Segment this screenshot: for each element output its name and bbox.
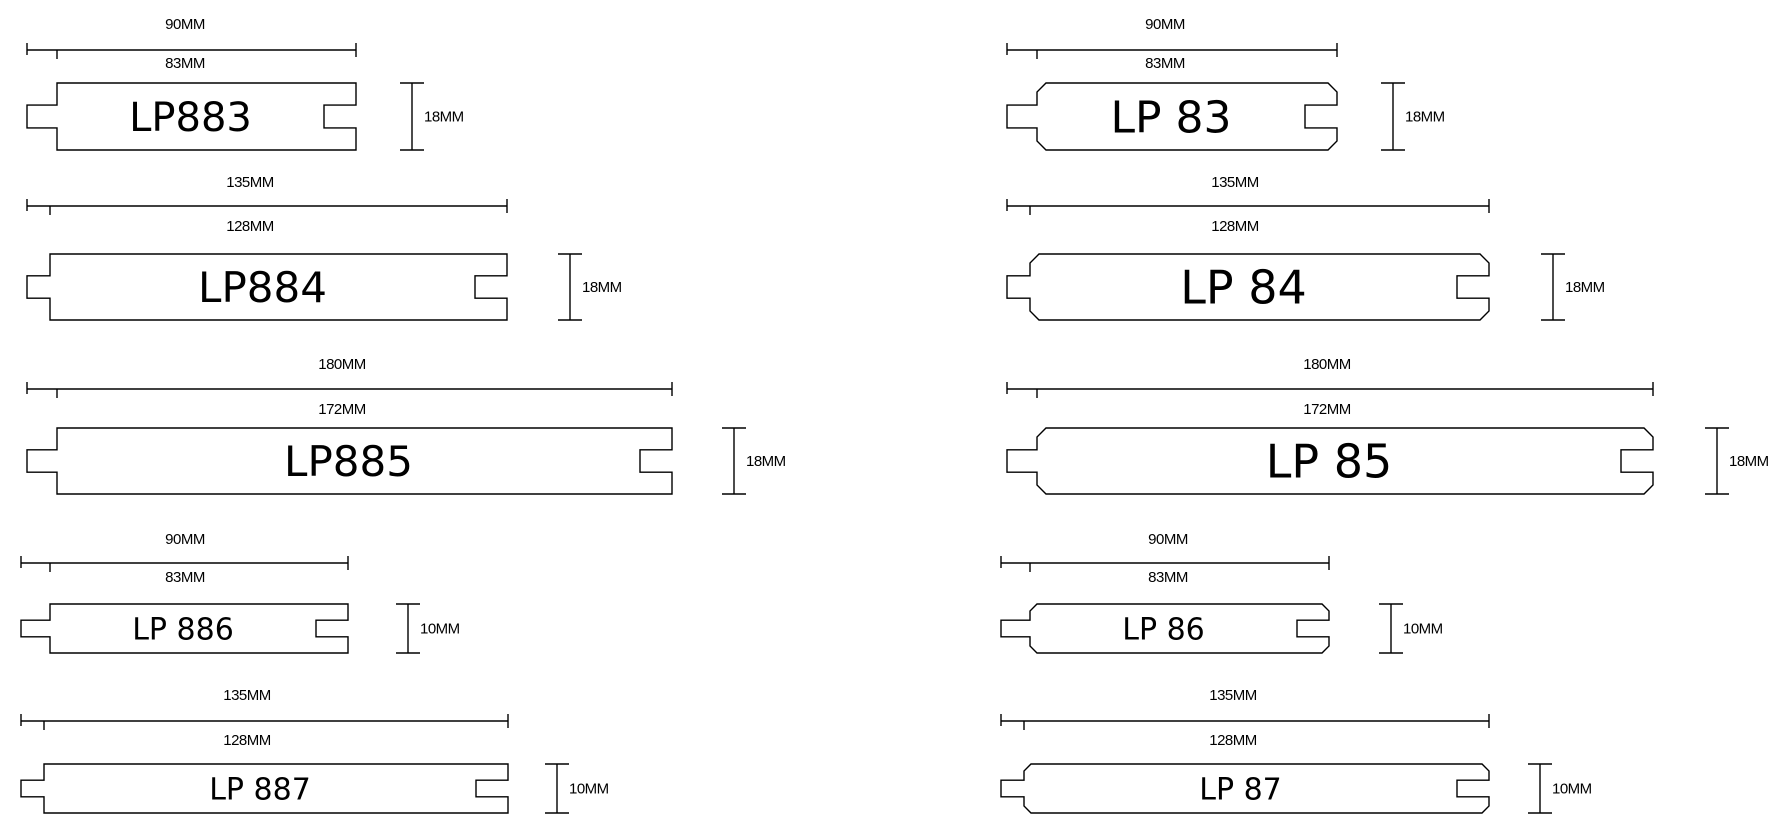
- overall-dimension-line: [1000, 556, 1330, 572]
- board-outline: [1000, 603, 1330, 654]
- overall-dimension-line: [1000, 714, 1490, 730]
- thickness-label: 10MM: [420, 621, 460, 638]
- profile-code: LP 83: [1110, 92, 1231, 143]
- thickness-label: 18MM: [1405, 109, 1445, 126]
- thickness-dimension-line: [1379, 603, 1403, 654]
- board-outline: [20, 603, 349, 654]
- profile-9: 135MM 128MM LP 87 10MM: [1000, 687, 1592, 814]
- profile-code: LP 84: [1180, 261, 1307, 315]
- thickness-label: 18MM: [1729, 453, 1769, 470]
- thickness-dimension-line: [1528, 763, 1552, 814]
- thickness-label: 18MM: [582, 279, 622, 296]
- overall-dimension-line: [1006, 199, 1490, 215]
- thickness-dimension-line: [400, 82, 424, 151]
- overall-dimension-line: [20, 714, 509, 730]
- board-outline: [1000, 763, 1490, 814]
- profile-3: 90MM 83MM LP 886 10MM: [20, 531, 460, 654]
- overall-width-label: 180MM: [318, 356, 366, 373]
- overall-dimension-line: [1006, 43, 1338, 59]
- profile-code: LP 85: [1266, 435, 1393, 489]
- overall-width-label: 90MM: [165, 16, 205, 33]
- profile-code: LP885: [284, 437, 413, 486]
- board-outline: [26, 427, 673, 495]
- thickness-label: 10MM: [1403, 621, 1443, 638]
- overall-width-label: 90MM: [165, 531, 205, 548]
- board-outline: [26, 82, 357, 151]
- profile-8: 90MM 83MM LP 86 10MM: [1000, 531, 1443, 654]
- thickness-dimension-line: [722, 427, 746, 495]
- overall-width-label: 135MM: [1209, 687, 1257, 704]
- overall-dimension-line: [26, 43, 357, 59]
- overall-dimension-line: [1006, 382, 1654, 398]
- thickness-label: 18MM: [746, 453, 786, 470]
- thickness-dimension-line: [396, 603, 420, 654]
- thickness-label: 10MM: [1552, 781, 1592, 798]
- profile-code: LP 887: [209, 772, 311, 807]
- profile-0: 90MM 83MM LP883 18MM: [26, 16, 464, 151]
- thickness-dimension-line: [1705, 427, 1729, 495]
- profile-2: 180MM 172MM LP885 18MM: [26, 356, 786, 495]
- thickness-dimension-line: [545, 763, 569, 814]
- cover-width-label: 172MM: [1303, 401, 1351, 418]
- overall-dimension-line: [26, 382, 673, 398]
- cover-width-label: 83MM: [165, 55, 205, 72]
- board-outline: [1006, 427, 1654, 495]
- overall-width-label: 135MM: [1211, 174, 1259, 191]
- thickness-label: 10MM: [569, 781, 609, 798]
- overall-width-label: 180MM: [1303, 356, 1351, 373]
- profile-code: LP883: [129, 95, 252, 141]
- profile-7: 180MM 172MM LP 85 18MM: [1006, 356, 1769, 495]
- profile-code: LP 86: [1122, 612, 1205, 647]
- cover-width-label: 83MM: [165, 569, 205, 586]
- profile-code: LP 87: [1199, 772, 1282, 807]
- profile-code: LP884: [198, 263, 327, 312]
- board-outline: [1006, 82, 1338, 151]
- profile-6: 135MM 128MM LP 84 18MM: [1006, 174, 1605, 321]
- thickness-label: 18MM: [424, 109, 464, 126]
- cover-width-label: 128MM: [1211, 218, 1259, 235]
- cover-width-label: 128MM: [226, 218, 274, 235]
- cover-width-label: 128MM: [1209, 732, 1257, 749]
- board-outline: [1006, 253, 1490, 321]
- profile-5: 90MM 83MM LP 83 18MM: [1006, 16, 1445, 151]
- profile-4: 135MM 128MM LP 887 10MM: [20, 687, 609, 814]
- thickness-dimension-line: [1381, 82, 1405, 151]
- overall-width-label: 90MM: [1145, 16, 1185, 33]
- thickness-label: 18MM: [1565, 279, 1605, 296]
- profile-1: 135MM 128MM LP884 18MM: [26, 174, 622, 321]
- board-outline: [20, 763, 509, 814]
- board-outline: [26, 253, 508, 321]
- thickness-dimension-line: [1541, 253, 1565, 321]
- overall-width-label: 90MM: [1148, 531, 1188, 548]
- profile-code: LP 886: [132, 612, 234, 647]
- cover-width-label: 128MM: [223, 732, 271, 749]
- thickness-dimension-line: [558, 253, 582, 321]
- overall-dimension-line: [26, 199, 508, 215]
- cover-width-label: 83MM: [1145, 55, 1185, 72]
- cover-width-label: 83MM: [1148, 569, 1188, 586]
- overall-dimension-line: [20, 556, 349, 572]
- overall-width-label: 135MM: [223, 687, 271, 704]
- overall-width-label: 135MM: [226, 174, 274, 191]
- cover-width-label: 172MM: [318, 401, 366, 418]
